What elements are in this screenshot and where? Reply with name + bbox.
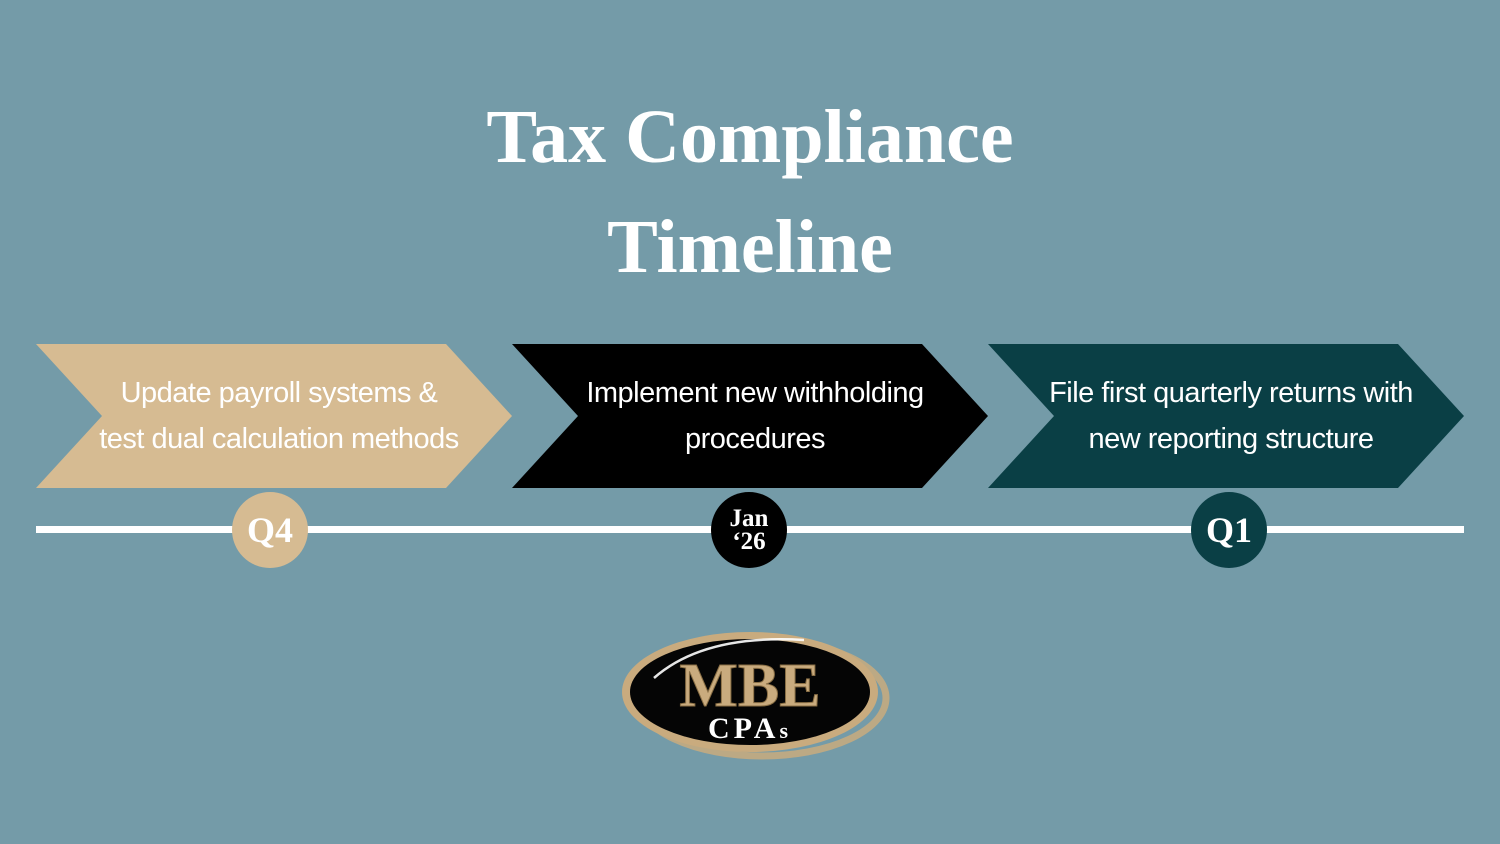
marker-label-jan: Jan <box>729 505 769 532</box>
timeline-step-q1: File first quarterly returns with new re… <box>988 344 1464 488</box>
chevron-shape-black <box>512 344 988 488</box>
marker-q1: Q1 <box>1191 492 1267 568</box>
step-text-jan-26: Implement new withholding procedures <box>586 377 924 455</box>
marker-q4: Q4 <box>232 492 308 568</box>
marker-label-q4: Q4 <box>246 510 293 550</box>
timeline-step-jan-26: Implement new withholding procedures <box>512 344 988 488</box>
title-line-1: Tax Compliance <box>486 95 1014 179</box>
chevron-shape-teal <box>988 344 1464 488</box>
mbe-cpas-logo: MBE CPAs <box>622 632 890 760</box>
step-text-q1: File first quarterly returns with new re… <box>1049 377 1413 455</box>
marker-jan-26: Jan ‘26 <box>711 492 787 568</box>
timeline-step-q4: Update payroll systems & test dual calcu… <box>36 344 512 488</box>
title-line-2: Timeline <box>607 205 893 289</box>
chevron-shape-gold <box>36 344 512 488</box>
svg-text:CPAs: CPAs <box>708 712 792 745</box>
step-text-q4: Update payroll systems & test dual calcu… <box>99 377 459 455</box>
marker-label-26: ‘26 <box>732 528 766 555</box>
marker-label-q1: Q1 <box>1205 510 1252 550</box>
svg-text:MBE: MBE <box>679 652 820 720</box>
